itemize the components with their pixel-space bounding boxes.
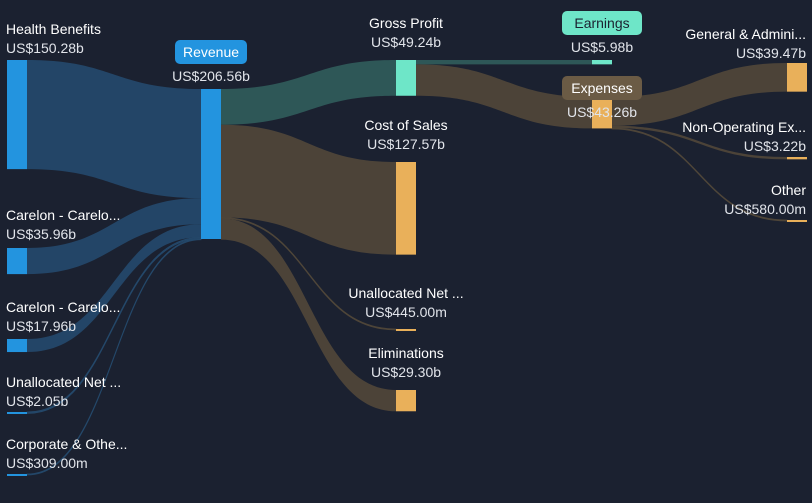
- link-health-to-revenue: [27, 60, 201, 199]
- node-value-gna: US$39.47b: [736, 45, 806, 61]
- node-value-unalloc_out: US$445.00m: [365, 304, 447, 320]
- node-label-unalloc_out: Unallocated Net ...: [348, 285, 463, 301]
- node-label-carelon1: Carelon - Carelo...: [6, 207, 120, 223]
- node-value-health: US$150.28b: [6, 40, 84, 56]
- link-gross-to-earnings: [416, 60, 592, 65]
- node-value-revenue: US$206.56b: [172, 68, 250, 84]
- node-label-gross: Gross Profit: [369, 15, 443, 31]
- node-value-elim: US$29.30b: [371, 364, 441, 380]
- node-label-nonop: Non-Operating Ex...: [682, 119, 806, 135]
- node-bar-cos: [396, 162, 416, 255]
- node-label-expenses: Expenses: [571, 80, 632, 96]
- node-value-carelon1: US$35.96b: [6, 226, 76, 242]
- node-badge-revenue: [175, 40, 247, 64]
- node-value-earnings: US$5.98b: [571, 39, 633, 55]
- link-revenue-to-gross: [221, 60, 396, 125]
- node-bar-unalloc_in: [7, 412, 27, 414]
- node-bar-revenue: [201, 89, 221, 239]
- link-gross-to-expenses: [416, 64, 592, 129]
- node-label-revenue: Revenue: [183, 44, 239, 60]
- node-bar-health: [7, 60, 27, 170]
- node-bar-elim: [396, 390, 416, 412]
- link-carelon2-to-revenue: [27, 224, 201, 353]
- node-label-elim: Eliminations: [368, 345, 443, 361]
- node-value-other: US$580.00m: [724, 201, 806, 217]
- node-label-health: Health Benefits: [6, 21, 101, 37]
- link-expenses-to-gna: [612, 63, 787, 126]
- sankey-nodes: [7, 60, 807, 476]
- node-bar-gna: [787, 63, 807, 92]
- node-bar-carelon2: [7, 339, 27, 353]
- link-revenue-to-elim: [221, 218, 396, 412]
- node-bar-gross: [396, 60, 416, 96]
- node-bar-corporate: [7, 474, 27, 476]
- node-label-corporate: Corporate & Othe...: [6, 436, 127, 452]
- node-value-gross: US$49.24b: [371, 34, 441, 50]
- link-carelon1-to-revenue: [27, 198, 201, 275]
- node-badge-expenses: [562, 76, 642, 100]
- node-label-cos: Cost of Sales: [364, 117, 447, 133]
- node-bar-expenses: [592, 97, 612, 129]
- sankey-links: [26, 60, 788, 476]
- node-value-carelon2: US$17.96b: [6, 318, 76, 334]
- node-bar-other: [787, 220, 807, 222]
- node-label-other: Other: [771, 182, 806, 198]
- link-expenses-to-nonop: [612, 125, 787, 160]
- node-badge-earnings: [562, 11, 642, 35]
- node-bar-nonop: [787, 157, 807, 160]
- node-label-carelon2: Carelon - Carelo...: [6, 299, 120, 315]
- node-label-earnings: Earnings: [574, 15, 629, 31]
- node-value-unalloc_in: US$2.05b: [6, 393, 68, 409]
- node-bar-carelon1: [7, 248, 27, 275]
- node-bar-earnings: [592, 60, 612, 65]
- node-label-unalloc_in: Unallocated Net ...: [6, 374, 121, 390]
- link-revenue-to-cos: [221, 124, 396, 255]
- link-corporate-to-revenue: [26, 238, 202, 476]
- node-value-corporate: US$309.00m: [6, 455, 88, 471]
- node-label-gna: General & Admini...: [685, 26, 806, 42]
- node-bar-unalloc_out: [396, 329, 416, 331]
- node-value-cos: US$127.57b: [367, 136, 445, 152]
- node-value-nonop: US$3.22b: [744, 138, 806, 154]
- node-value-expenses: US$43.26b: [567, 104, 637, 120]
